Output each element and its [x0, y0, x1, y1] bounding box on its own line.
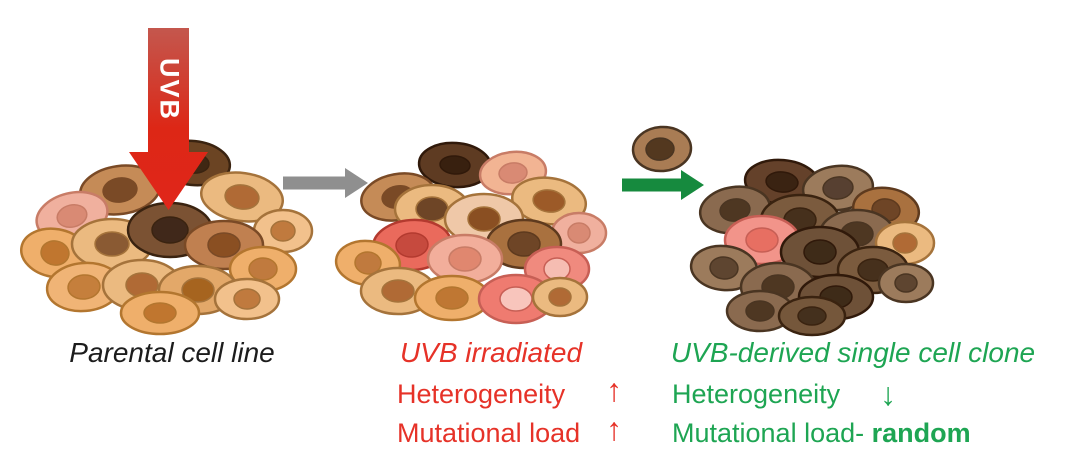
heterogeneity-red-label: Heterogeneity: [397, 379, 566, 409]
mutational-load-green-line: Mutational load- random: [672, 418, 971, 449]
parental-caption: Parental cell line: [69, 337, 275, 368]
mutational-load-green-label: Mutational load-: [672, 418, 865, 448]
uvb-arrow-label: UVB: [154, 57, 185, 121]
uvb-arrow-icon: [129, 28, 208, 210]
uvb-clone-caption: UVB-derived single cell clone: [670, 337, 1036, 368]
mutational-load-red-label: Mutational load: [397, 418, 581, 448]
uvb-irradiated-caption: UVB irradiated: [399, 337, 583, 368]
parental-cell-cluster: [20, 139, 314, 336]
heterogeneity-down-arrow-icon: ↓: [880, 376, 896, 412]
mutational-load-random-label: random: [871, 418, 971, 448]
heterogeneity-green-label: Heterogeneity: [672, 379, 841, 409]
heterogeneity-up-arrow-icon: ↑: [606, 372, 622, 408]
gray-arrow-icon: [283, 168, 368, 198]
picked-single-cell: [631, 125, 693, 173]
mutational-load-up-arrow-icon: ↑: [606, 411, 622, 447]
clone-cell-cluster: [689, 158, 936, 337]
irradiated-cell-cluster: [334, 141, 608, 325]
green-arrow-icon: [622, 170, 704, 200]
